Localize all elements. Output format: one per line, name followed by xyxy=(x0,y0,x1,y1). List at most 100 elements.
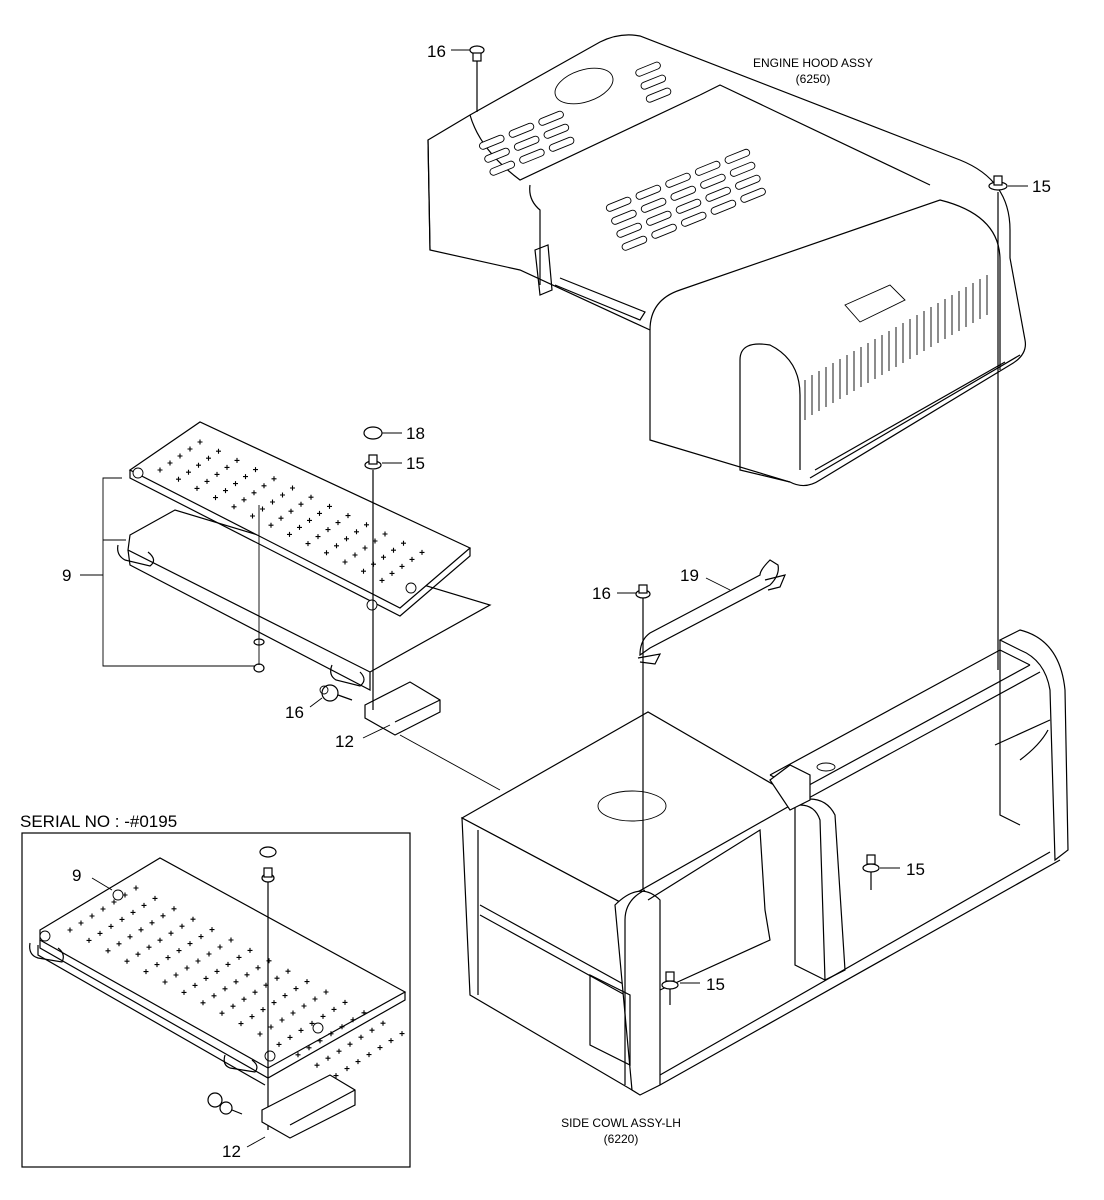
perforation xyxy=(312,996,318,1002)
perforation xyxy=(355,1059,361,1065)
perforation xyxy=(263,982,269,988)
perforation xyxy=(255,965,261,971)
perforation xyxy=(176,476,181,482)
perforation xyxy=(203,975,209,981)
perforation xyxy=(382,531,388,537)
perforation xyxy=(366,1052,372,1058)
perforation xyxy=(315,534,321,540)
perforation xyxy=(257,1031,263,1037)
perforation xyxy=(290,485,295,491)
engine-hood-assembly xyxy=(427,34,1027,487)
perforation xyxy=(260,506,265,512)
perforation xyxy=(274,975,280,981)
perforation xyxy=(388,1038,394,1044)
perforation xyxy=(320,1013,326,1019)
perforation xyxy=(301,1003,307,1009)
perforation xyxy=(122,892,128,898)
perforation xyxy=(167,460,173,466)
perforation xyxy=(243,474,248,480)
callout-12-inset: 12 xyxy=(222,1142,241,1161)
perforation xyxy=(335,520,341,526)
perforation xyxy=(100,906,106,912)
callout-16-handle: 16 xyxy=(592,584,611,603)
callout-9-inset: 9 xyxy=(72,866,81,885)
perforation xyxy=(251,490,257,496)
perforation xyxy=(271,1000,277,1006)
perforation xyxy=(307,517,312,523)
callout-16-bolt: 16 xyxy=(285,703,304,722)
fasteners xyxy=(253,45,1008,1005)
perforation xyxy=(228,937,234,943)
callout-15-frame: 15 xyxy=(906,860,925,879)
perforation xyxy=(314,1062,320,1068)
perforation xyxy=(157,467,163,473)
perforation xyxy=(184,965,190,971)
perforation xyxy=(250,513,255,519)
perforation xyxy=(419,549,425,555)
perforation xyxy=(146,944,152,950)
perforation xyxy=(339,1024,345,1030)
perforation xyxy=(345,513,351,519)
perforation xyxy=(214,968,220,974)
perforation xyxy=(135,951,141,957)
perforation xyxy=(336,1048,342,1054)
perforation xyxy=(276,1041,282,1047)
perforation xyxy=(305,541,311,547)
perforation xyxy=(78,920,84,926)
perforation xyxy=(285,968,291,974)
perforation xyxy=(380,1020,386,1026)
perforation xyxy=(222,986,228,992)
perforation xyxy=(293,986,299,992)
perforation xyxy=(268,522,274,528)
perforation xyxy=(187,941,193,947)
perforation xyxy=(195,958,201,964)
perforation xyxy=(253,467,258,473)
inset-title: SERIAL NO : -#0195 xyxy=(20,812,177,831)
perforation xyxy=(86,937,92,943)
perforation xyxy=(130,909,136,915)
perforation xyxy=(224,464,230,470)
perforation xyxy=(176,948,182,954)
grommet-18 xyxy=(363,426,383,440)
perforation xyxy=(309,1020,315,1026)
perforation xyxy=(295,1052,301,1058)
perforation xyxy=(260,1007,266,1013)
perforation xyxy=(198,934,204,940)
perforation xyxy=(325,527,331,533)
perforation xyxy=(225,961,231,967)
perforation xyxy=(133,885,139,891)
perforation xyxy=(252,989,258,995)
perforation xyxy=(270,499,275,505)
perforation xyxy=(381,554,386,560)
engine-hood-code: (6250) xyxy=(796,72,831,86)
perforation xyxy=(204,478,210,484)
perforation xyxy=(97,930,103,936)
perforation xyxy=(287,1034,293,1040)
perforation xyxy=(138,927,144,933)
perforation xyxy=(143,969,149,975)
perforation xyxy=(377,1045,383,1051)
perforation xyxy=(214,471,220,477)
perforation xyxy=(187,446,193,452)
leader-lines xyxy=(80,49,1028,984)
screw-15-frame xyxy=(862,854,880,890)
perforation xyxy=(231,504,237,510)
inset-perforations xyxy=(67,885,405,1079)
perforation xyxy=(141,902,147,908)
perforation xyxy=(334,543,339,549)
perforation xyxy=(271,476,277,482)
perforation xyxy=(409,556,415,562)
callout-15-hood: 15 xyxy=(1032,177,1051,196)
perforation xyxy=(173,972,179,978)
perforation xyxy=(266,958,272,964)
callout-15-plate: 15 xyxy=(406,454,425,473)
perforation xyxy=(236,954,242,960)
perforation xyxy=(342,999,348,1005)
perforation xyxy=(297,524,302,530)
perforation xyxy=(350,1017,356,1023)
perforation xyxy=(399,1031,405,1037)
side-cowl-code: (6220) xyxy=(604,1132,639,1146)
perforation xyxy=(190,916,196,922)
callout-15-cowl: 15 xyxy=(706,975,725,994)
